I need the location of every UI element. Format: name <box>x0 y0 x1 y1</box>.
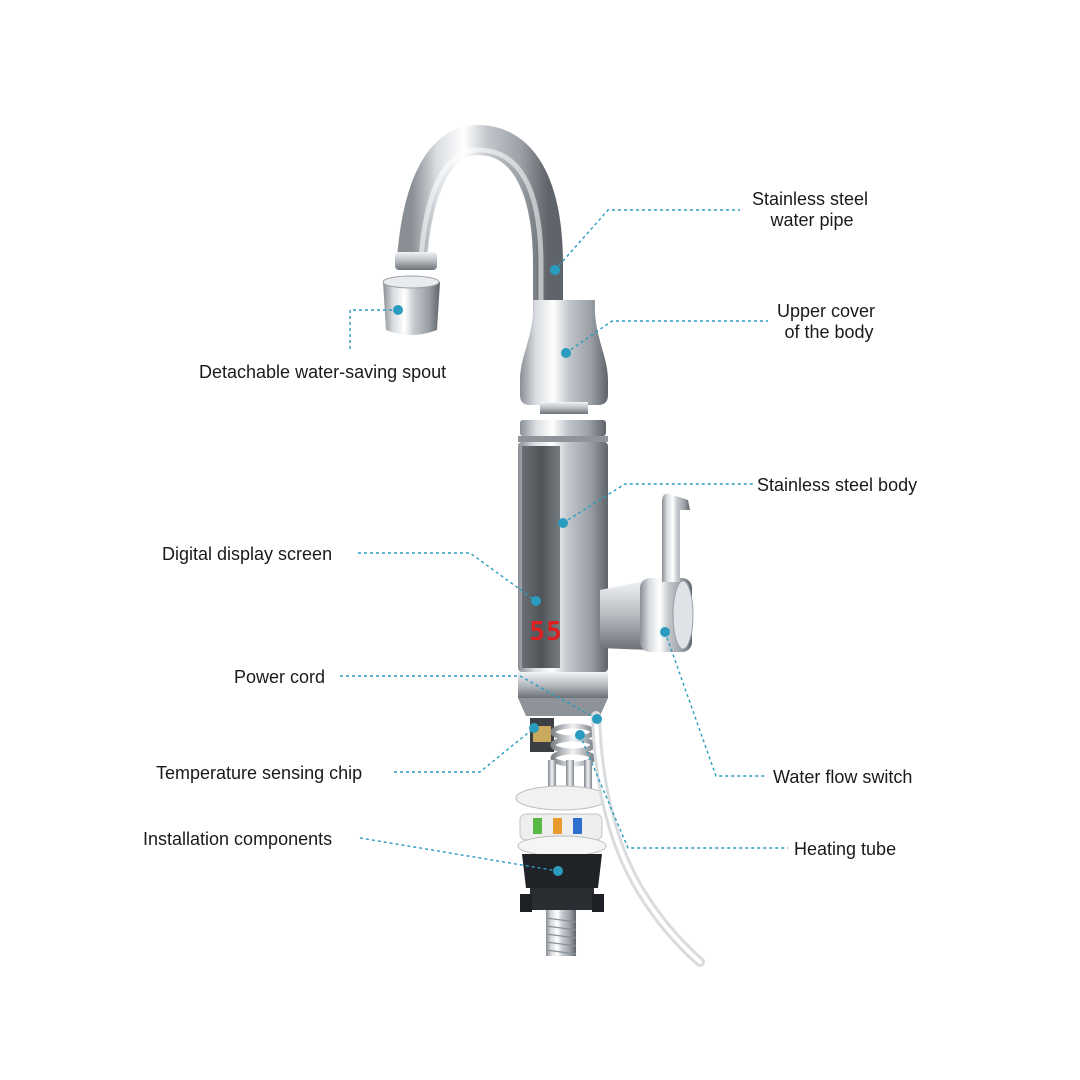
power-cord-shape <box>591 711 705 967</box>
marker-water-flow-switch <box>660 627 670 637</box>
label-body: Stainless steel body <box>757 475 917 495</box>
label-upper-cover-line1: Upper cover <box>777 301 875 321</box>
water-flow-switch-shape <box>600 493 694 652</box>
leader-spout <box>349 309 398 350</box>
label-spout: Detachable water-saving spout <box>199 362 446 382</box>
label-power-cord: Power cord <box>234 667 325 687</box>
leader-water-flow-switch <box>664 631 766 777</box>
label-display: Digital display screen <box>162 544 332 564</box>
marker-body <box>558 518 568 528</box>
label-temperature-chip: Temperature sensing chip <box>156 763 362 783</box>
marker-spout <box>393 305 403 315</box>
leader-water-pipe <box>554 209 740 271</box>
label-water-flow-switch: Water flow switch <box>773 767 912 787</box>
leader-lines <box>340 209 788 876</box>
marker-water-pipe <box>550 265 560 275</box>
heating-tube-shape <box>548 723 596 790</box>
marker-heating-tube <box>575 730 585 740</box>
label-water-pipe-line1: Stainless steel <box>752 189 868 209</box>
display-readout: 55 <box>529 617 562 647</box>
water-saving-spout-shape <box>382 275 440 335</box>
leader-body <box>562 483 753 524</box>
marker-installation <box>553 866 563 876</box>
marker-power-cord <box>592 714 602 724</box>
display-panel <box>522 446 560 668</box>
leader-upper-cover <box>565 320 768 354</box>
leader-heating-tube <box>579 734 788 849</box>
water-pipe-shape <box>397 124 563 340</box>
pipe-tip <box>395 252 437 270</box>
marker-display <box>531 596 541 606</box>
marker-temperature-chip <box>529 723 539 733</box>
leader-temperature-chip <box>394 727 535 773</box>
leader-power-cord <box>340 675 598 720</box>
faucet-illustration: 55 <box>382 124 705 967</box>
label-heating-tube: Heating tube <box>794 839 896 859</box>
label-upper-cover-line2: of the body <box>784 322 873 342</box>
label-installation: Installation components <box>143 829 332 849</box>
callout-labels: Stainless steel water pipe Upper cover o… <box>143 189 917 859</box>
marker-upper-cover <box>561 348 571 358</box>
leader-display <box>358 552 537 602</box>
label-water-pipe-line2: water pipe <box>769 210 853 230</box>
